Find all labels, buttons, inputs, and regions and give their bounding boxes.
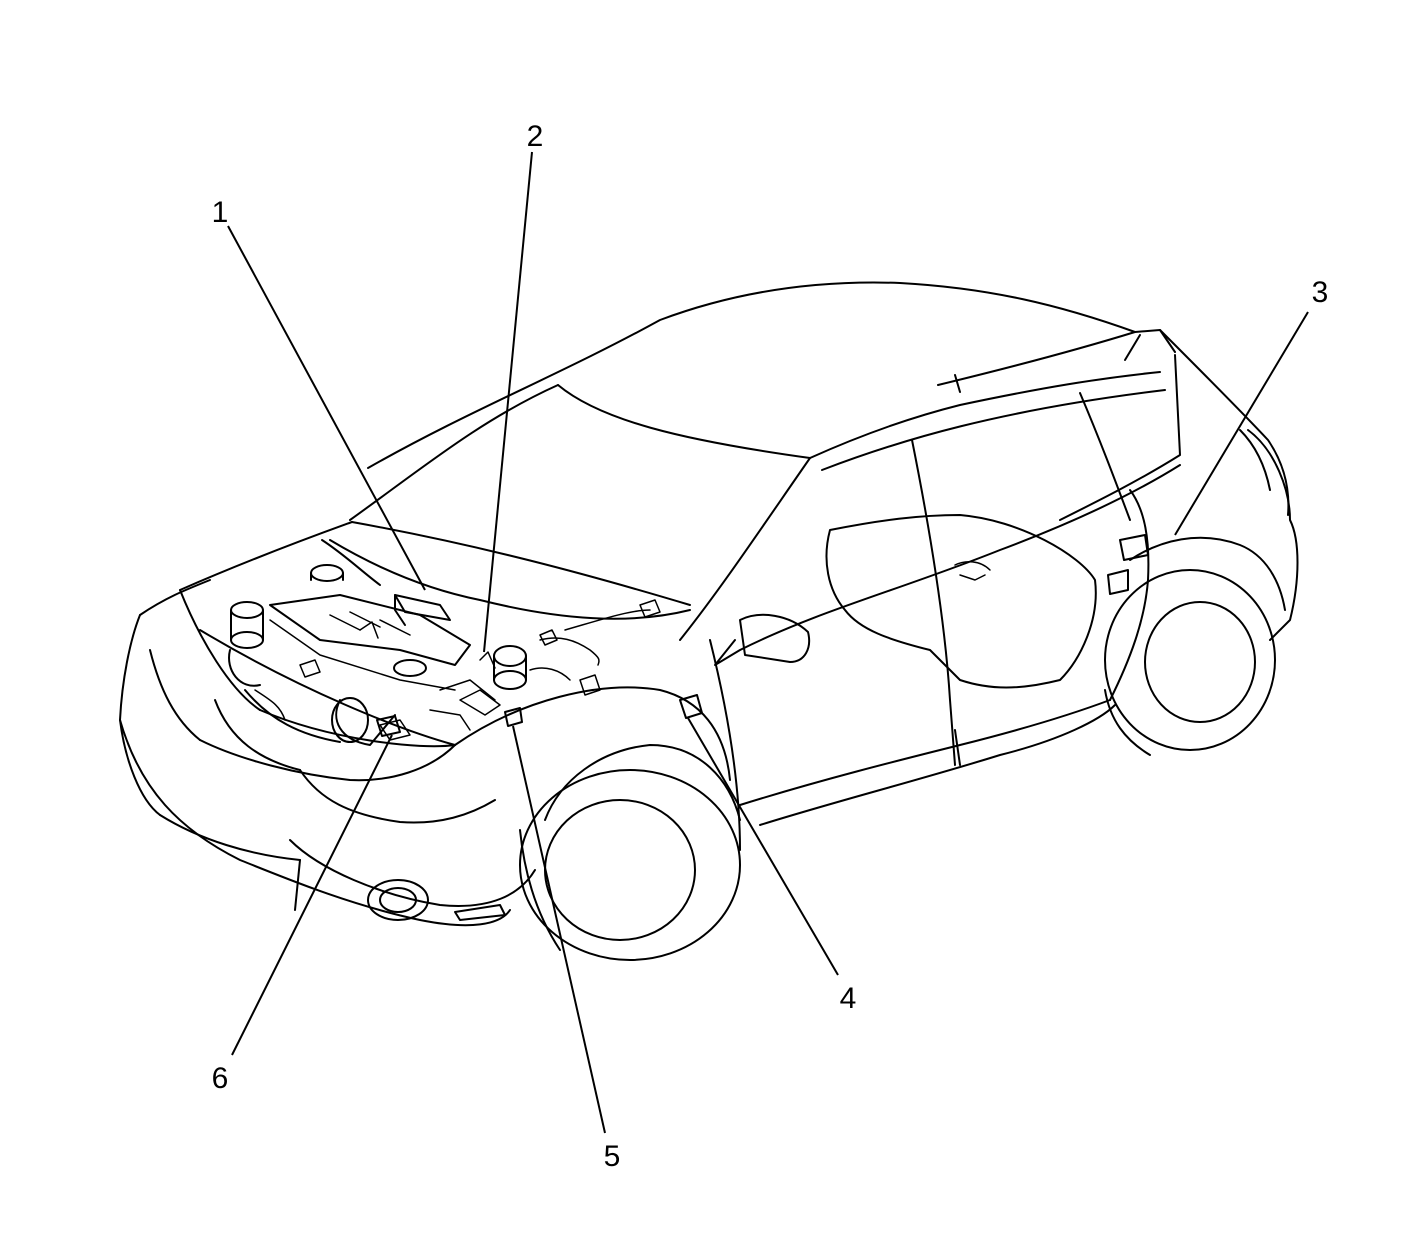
component-3-marker bbox=[1119, 534, 1149, 561]
callout-1-label: 1 bbox=[212, 196, 229, 229]
component-markers bbox=[376, 534, 1149, 737]
callout-4-leader bbox=[687, 717, 839, 976]
engine-bay bbox=[228, 564, 661, 746]
callout-labels: 1 2 3 4 5 6 bbox=[212, 120, 1329, 1173]
callout-6-label: 6 bbox=[212, 1062, 229, 1095]
vehicle-outline bbox=[119, 281, 1299, 961]
callout-5-leader bbox=[512, 725, 606, 1134]
callout-6-leader bbox=[231, 734, 393, 1056]
callout-5-label: 5 bbox=[604, 1140, 621, 1173]
callout-2-label: 2 bbox=[527, 120, 544, 153]
component-5-marker bbox=[504, 707, 523, 727]
callout-3-label: 3 bbox=[1312, 276, 1329, 309]
callout-leaders bbox=[227, 151, 1309, 1134]
callout-3-leader bbox=[1174, 311, 1309, 536]
component-4-marker bbox=[679, 694, 703, 719]
callout-1-leader bbox=[227, 225, 426, 591]
callout-2-leader bbox=[483, 151, 533, 653]
callout-4-label: 4 bbox=[840, 982, 857, 1015]
component-6-marker bbox=[376, 715, 401, 737]
